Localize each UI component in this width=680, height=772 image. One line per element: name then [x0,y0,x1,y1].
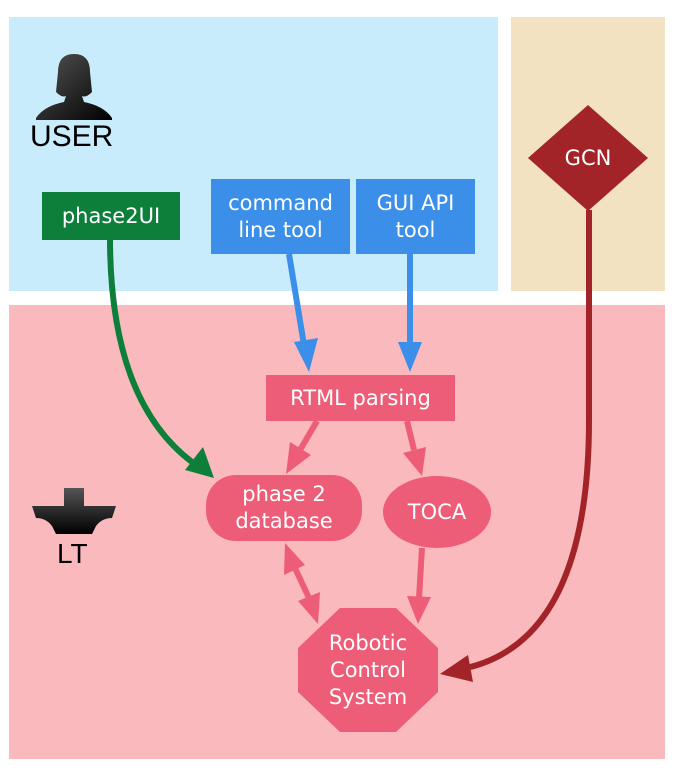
lt-region-label: LT [57,538,88,569]
arrow-phase2ui-to-database [107,237,194,465]
arrowhead-toca-to-robotic [407,596,431,624]
arrowhead-phase2ui-to-database [185,447,214,478]
arrowhead-gcn-to-robotic [440,655,473,682]
toca-shape [383,476,491,548]
gcn-diamond-shape [528,105,648,211]
arrow-command-line-to-rtml [286,253,307,346]
arrow-rtml-to-toca [404,420,417,451]
arrowhead-command-line-to-rtml [294,338,318,372]
toca-node-label: TOCA [407,499,467,524]
arrowhead-gui-api-to-rtml [398,342,422,372]
arrowhead-robotic-end [298,592,320,624]
phase2-database-node-label: phase 2 database [235,482,333,533]
telescope-icon [32,488,116,534]
arrowhead-rtml-to-toca [403,447,426,476]
arrow-rtml-to-database [297,419,320,452]
arrowhead-database-end [284,543,305,575]
robotic-control-octagon-shape [298,608,438,732]
user-region-label: USER [30,120,114,153]
phase2-database-shape [206,475,362,541]
arrowhead-rtml-to-database [286,442,311,474]
robotic-control-system-node-label: Robotic Control System [328,630,408,709]
gui-api-tool-node: GUI API tool [356,179,475,254]
arrow-gcn-to-robotic [465,210,592,671]
arrow-database-robotic-bidirectional [292,566,312,600]
gcn-node-label: GCN [564,145,612,170]
arrow-toca-to-robotic [416,547,425,599]
rtml-parsing-node: RTML parsing [266,375,455,421]
phase2ui-node: phase2UI [42,192,180,240]
user-silhouette-icon [36,54,112,120]
command-line-tool-node: command line tool [211,179,350,254]
